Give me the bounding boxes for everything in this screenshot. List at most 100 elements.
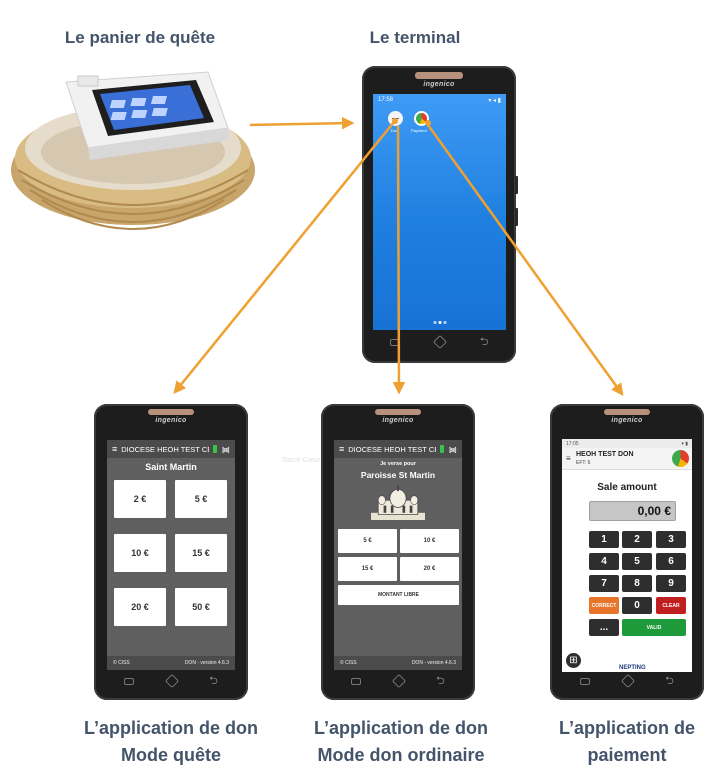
- menu-icon[interactable]: ≡: [112, 444, 118, 454]
- caption-paiement-line2: paiement: [587, 745, 667, 765]
- payment-device: ingenico 17:05 ▾ ▮ ≡ HEOH TEST DON EFT: …: [550, 404, 704, 700]
- status-icons: ▾ ◂ ▮: [488, 97, 501, 104]
- key-2[interactable]: 2: [622, 531, 652, 548]
- page-dots: [433, 321, 446, 324]
- speaker: [604, 409, 650, 415]
- app-header: ≡ HEOH TEST DON EFT: 6: [562, 448, 692, 470]
- caption-ordinaire-line1: L’application de don: [313, 718, 488, 738]
- nav-bar: ⮌: [108, 673, 234, 689]
- status-time: 17:58: [378, 97, 394, 103]
- clear-button[interactable]: CLEAR: [656, 597, 686, 614]
- collection-basket-illustration: [11, 71, 255, 230]
- amount-button[interactable]: 2 €: [114, 480, 166, 518]
- key-1[interactable]: 1: [589, 531, 619, 548]
- app-header: ≡ DIOCESE HEOH TEST CEF ᯼: [107, 440, 235, 458]
- arrow-to-quete: [173, 121, 395, 394]
- amount-button[interactable]: 10 €: [400, 529, 459, 553]
- free-amount-button[interactable]: MONTANT LIBRE: [338, 585, 459, 605]
- footer-version: DON - version 4.6.3: [411, 660, 456, 666]
- battery-icon: [440, 445, 445, 453]
- donation-quete-device: ingenico ≡ DIOCESE HEOH TEST CEF ᯼ Saint…: [94, 404, 248, 700]
- quete-screen: ≡ DIOCESE HEOH TEST CEF ᯼ Saint Martin 2…: [107, 440, 235, 670]
- side-button: [515, 208, 518, 226]
- status-time: 17:05: [566, 440, 579, 447]
- key-7[interactable]: 7: [589, 575, 619, 592]
- caption-quete-line1: L’application de don: [83, 718, 258, 738]
- amount-button[interactable]: 15 €: [338, 557, 397, 581]
- location-title: Saint Martin: [145, 462, 197, 472]
- merchant-title: HEOH TEST DON: [576, 451, 634, 458]
- header-title: DIOCESE HEOH TEST CEF: [121, 444, 210, 454]
- status-bar: 17:05 ▾ ▮: [562, 439, 692, 448]
- footer-copyright: © CISS: [113, 660, 130, 666]
- nav-bar: ⮌: [335, 673, 461, 689]
- back-icon[interactable]: ⮌: [208, 675, 218, 687]
- eft-label: EFT: 6: [576, 460, 591, 466]
- key-4[interactable]: 4: [589, 553, 619, 570]
- app-footer: © CISS DON - version 4.6.3: [107, 656, 235, 670]
- arrow-to-paiement: [426, 124, 624, 397]
- location-title: Paroisse St Martin: [360, 470, 436, 480]
- payment-app-label: Payment: [411, 128, 427, 133]
- speaker: [415, 72, 463, 79]
- back-icon[interactable]: ⮌: [435, 675, 445, 687]
- donation-ordinaire-device: ingenico ≡ DIOCESE HEOH TEST CEF ᯼ Je ve…: [321, 404, 475, 700]
- caption-basket: Le panier de quête: [64, 28, 216, 47]
- amount-button[interactable]: 20 €: [400, 557, 459, 581]
- more-button[interactable]: ...: [589, 619, 619, 636]
- arrow-to-ordinaire: [392, 125, 406, 395]
- amount-button[interactable]: 20 €: [114, 588, 166, 626]
- caption-ordinaire: L’application de don Mode don ordinaire: [296, 715, 506, 769]
- app-header: ≡ DIOCESE HEOH TEST CEF ᯼: [334, 440, 462, 458]
- key-5[interactable]: 5: [622, 553, 652, 570]
- terminal-device: ingenico 17:58 ▾ ◂ ▮ Don Payment ⮌: [362, 66, 518, 363]
- amount-button[interactable]: 10 €: [114, 534, 166, 572]
- caption-paiement-line1: L’application de: [558, 718, 696, 738]
- app-footer: © CISS DON - version 4.6.3: [334, 656, 462, 670]
- caption-ordinaire-line2: Mode don ordinaire: [317, 745, 485, 765]
- brand-logo: ingenico: [155, 417, 187, 424]
- footer-copyright: © CISS: [340, 660, 357, 666]
- recent-apps-icon[interactable]: [580, 677, 591, 685]
- caption-quete: L’application de don Mode quête: [66, 715, 276, 769]
- header-title: DIOCESE HEOH TEST CEF: [348, 444, 437, 454]
- recent-apps-icon[interactable]: [351, 677, 362, 685]
- status-bar: 17:58 ▾ ◂ ▮: [373, 94, 506, 106]
- recent-apps-icon[interactable]: [124, 677, 135, 685]
- amount-button[interactable]: 50 €: [175, 588, 227, 626]
- brand-logo: ingenico: [611, 417, 643, 424]
- key-6[interactable]: 6: [656, 553, 686, 570]
- key-3[interactable]: 3: [656, 531, 686, 548]
- battery-icon: [213, 445, 218, 453]
- amount-button[interactable]: 15 €: [175, 534, 227, 572]
- amount-button[interactable]: 5 €: [175, 480, 227, 518]
- wifi-icon: ᯼: [448, 444, 457, 454]
- add-icon[interactable]: ⊞: [566, 653, 581, 668]
- amount-display: 0,00 €: [589, 501, 676, 521]
- amount-button[interactable]: 5 €: [338, 529, 397, 553]
- speaker: [148, 409, 194, 415]
- payment-logo-icon: [672, 450, 689, 467]
- correct-button[interactable]: CORRECT: [589, 597, 619, 614]
- caption-terminal: Le terminal: [369, 28, 461, 47]
- back-icon[interactable]: ⮌: [664, 675, 674, 687]
- footer-version: DON - version 4.6.3: [184, 660, 229, 666]
- valid-button[interactable]: VALID: [622, 619, 686, 636]
- brand-logo: ingenico: [423, 81, 455, 88]
- caption-paiement: L’application de paiement: [537, 715, 717, 769]
- nepting-logo: NEPTING: [619, 665, 646, 671]
- key-0[interactable]: 0: [622, 597, 652, 614]
- caption-quete-line2: Mode quête: [120, 745, 221, 765]
- subtitle: Je verse pour: [380, 461, 416, 467]
- menu-icon[interactable]: ≡: [339, 444, 345, 454]
- arrow-basket-to-terminal: [249, 116, 355, 130]
- sale-amount-label: Sale amount: [597, 482, 657, 493]
- ordinaire-screen: ≡ DIOCESE HEOH TEST CEF ᯼ Je verse pour …: [334, 440, 462, 670]
- speaker: [375, 409, 421, 415]
- menu-icon[interactable]: ≡: [566, 454, 571, 463]
- key-9[interactable]: 9: [656, 575, 686, 592]
- wifi-icon: ᯼: [221, 444, 230, 454]
- key-8[interactable]: 8: [622, 575, 652, 592]
- back-icon[interactable]: ⮌: [479, 336, 489, 348]
